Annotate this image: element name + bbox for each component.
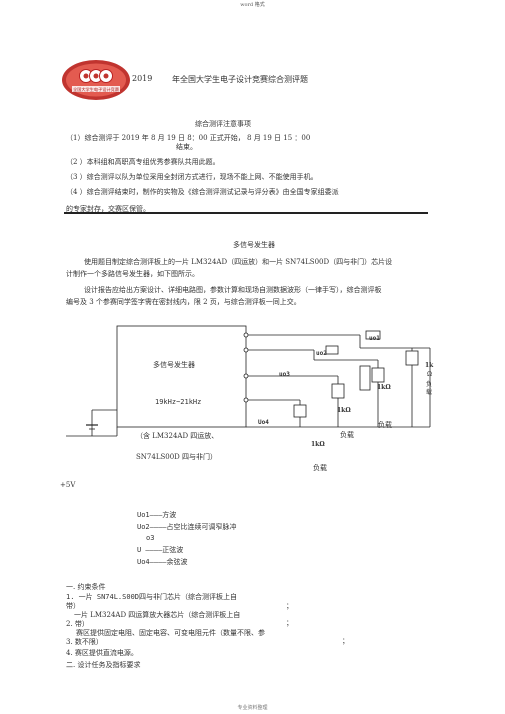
- notice-item-1-end: 结束。: [176, 143, 197, 151]
- resistor-uo2: [325, 345, 339, 355]
- notice-item-4: （4 ）综合测评结束时，制作的实物及《综合测评测试记录与评分表》由全国专家组委派: [66, 188, 339, 196]
- page-title: 年全国大学生电子设计竞赛综合测评题: [172, 75, 308, 84]
- section-para-2-end: 编号及 3 个参赛同学签字需在密封线内，限 2 页，与综合测评板一同上交。: [66, 298, 301, 306]
- node-uo1: [243, 332, 249, 338]
- label-uo2: uo2: [316, 350, 327, 357]
- page-header: word 格式: [240, 2, 265, 8]
- notice-item-1: （1）综合测评于 2019 年 8 月 19 日 8：00 正式开始， 8 月 …: [66, 134, 311, 142]
- node-uo4: [243, 397, 249, 403]
- constraint-3-num: 3. 数不限）: [66, 638, 103, 646]
- signal-uo4: Uo4————余弦波: [137, 558, 188, 566]
- label-load-b: 负载: [340, 431, 354, 439]
- constraint-2-sep: ；: [286, 619, 293, 627]
- label-load-side-2: 载: [426, 389, 433, 396]
- signal-uo1: Uo1———方波: [137, 511, 177, 519]
- section-para-1-end: 计制作一个多路信号发生器，如下图所示。: [66, 270, 199, 278]
- constraint-3: 赛区提供固定电阻、固定电容、可变电阻元件（数量不限、参: [76, 629, 265, 637]
- signal-uo3-sub: o3: [146, 534, 155, 542]
- frequency-range: 19kHz~21kHz: [155, 398, 202, 406]
- box-title: 多信号发生器: [153, 361, 195, 369]
- resistor-uo1: [365, 330, 381, 340]
- notice-item-3: （3 ）综合测评以队为单位采用全封闭方式进行，现场不能上网、不能使用手机。: [66, 173, 318, 181]
- notice-heading: 综合测评注意事项: [195, 120, 251, 128]
- supply-label: +5V: [60, 481, 76, 489]
- label-1k-b: 1kΩ: [337, 407, 351, 414]
- constraint-2: 一片 LM324AD 四运算放大器芯片（综合测评板上自: [74, 611, 241, 619]
- generator-box: [116, 325, 247, 428]
- logo-text: 全国大学生电子设计竞赛: [73, 86, 120, 93]
- signal-uo3: U ————正弦波: [137, 546, 184, 554]
- notice-rule: [64, 212, 428, 214]
- resistor-1k-d: [293, 404, 307, 418]
- potentiometer: [359, 365, 371, 391]
- task-heading: 二. 设计任务及指标要求: [66, 661, 141, 669]
- constraint-3-sep: ；: [342, 637, 349, 645]
- label-1k-a: 1kΩ: [377, 384, 391, 391]
- constraint-1: 1. 一片 SN74L.S00D四与非门芯片（综合测评板上自: [66, 593, 238, 601]
- label-load-c: 负载: [313, 464, 327, 472]
- notice-item-4-end: 的专家封存，交赛区保管。: [66, 205, 150, 213]
- title-year: 2019: [132, 74, 153, 83]
- node-uo3: [243, 373, 249, 379]
- label-uo3: uo3: [279, 371, 290, 378]
- section-heading: 多信号发生器: [233, 241, 275, 249]
- label-uo4: Uo4: [258, 419, 269, 426]
- label-load-side-1: 负: [426, 381, 433, 388]
- label-1k-c: 1kΩ: [311, 441, 325, 448]
- constraint-1-end: 带）: [66, 602, 80, 610]
- constraint-1-sep: ；: [286, 602, 293, 610]
- signal-uo2: Uo2————占空比连续可调窄脉冲: [137, 523, 237, 531]
- resistor-1k-c: [331, 383, 345, 399]
- constraint-4: 4. 赛区提供直流电源。: [66, 649, 138, 657]
- box-subtitle-1: （含 LM324AD 四运放、: [136, 432, 219, 440]
- section-para-1: 使用题目制定综合测评板上的一片 LM324AD（四运放）和一片 SN74LS00…: [84, 258, 393, 266]
- label-load-a: 负载: [378, 421, 392, 429]
- notice-item-2: （2 ）本科组和高职高专组优秀参赛队共用此题。: [66, 158, 220, 166]
- constraints-heading: 一. 约束条件: [66, 583, 106, 591]
- node-uo2: [243, 347, 249, 353]
- resistor-1k-a: [405, 350, 419, 366]
- resistor-1k-b: [371, 367, 385, 383]
- section-para-2: 设计报告应给出方案设计、详细电路图，参数计算和现场自测数据波形（一律手写），综合…: [84, 286, 382, 294]
- label-1k-side: 1k: [425, 362, 434, 369]
- box-subtitle-2: SN74LS00D 四与非门）: [136, 453, 218, 461]
- page-footer: 专业资料整理: [237, 705, 268, 711]
- label-1k-side-unit: Ω: [427, 371, 432, 378]
- contest-logo: 全国大学生电子设计竞赛: [62, 60, 130, 100]
- constraint-2-num: 2. 带）: [66, 620, 89, 628]
- label-uo1: uo1: [369, 335, 380, 342]
